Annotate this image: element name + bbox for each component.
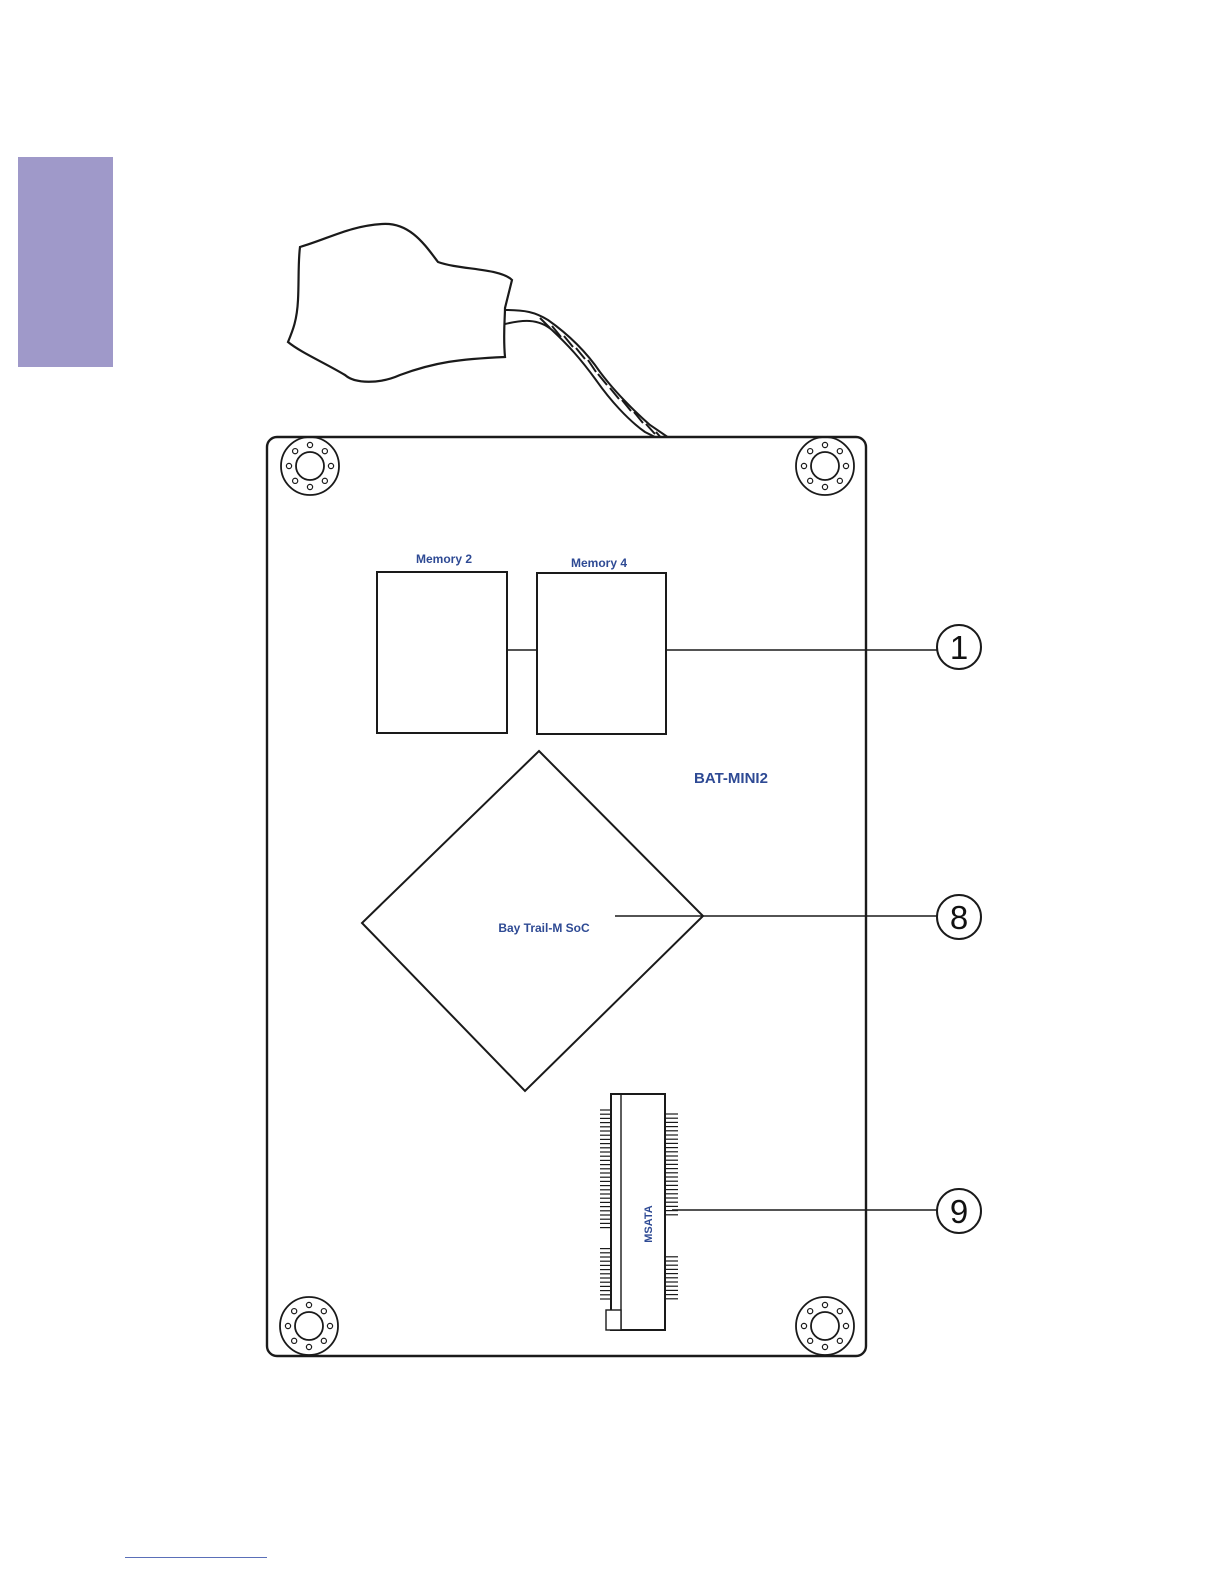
callout-1-number: 1 [950, 629, 968, 666]
footer-rule [125, 1557, 267, 1558]
battery-cable [505, 310, 672, 442]
battery-icon [288, 224, 512, 382]
msata-label: MSATA [643, 1205, 655, 1243]
callout-9-number: 9 [950, 1193, 968, 1230]
callout-8-number: 8 [950, 899, 968, 936]
callout-1: 1 [937, 625, 981, 669]
memory-4-label: Memory 4 [571, 556, 627, 570]
callout-9: 9 [937, 1189, 981, 1233]
board-outline [267, 437, 866, 1356]
soc-label: Bay Trail-M SoC [498, 921, 590, 935]
board-model-label: BAT-MINI2 [694, 770, 768, 787]
memory-2-label: Memory 2 [416, 552, 472, 566]
callout-8: 8 [937, 895, 981, 939]
